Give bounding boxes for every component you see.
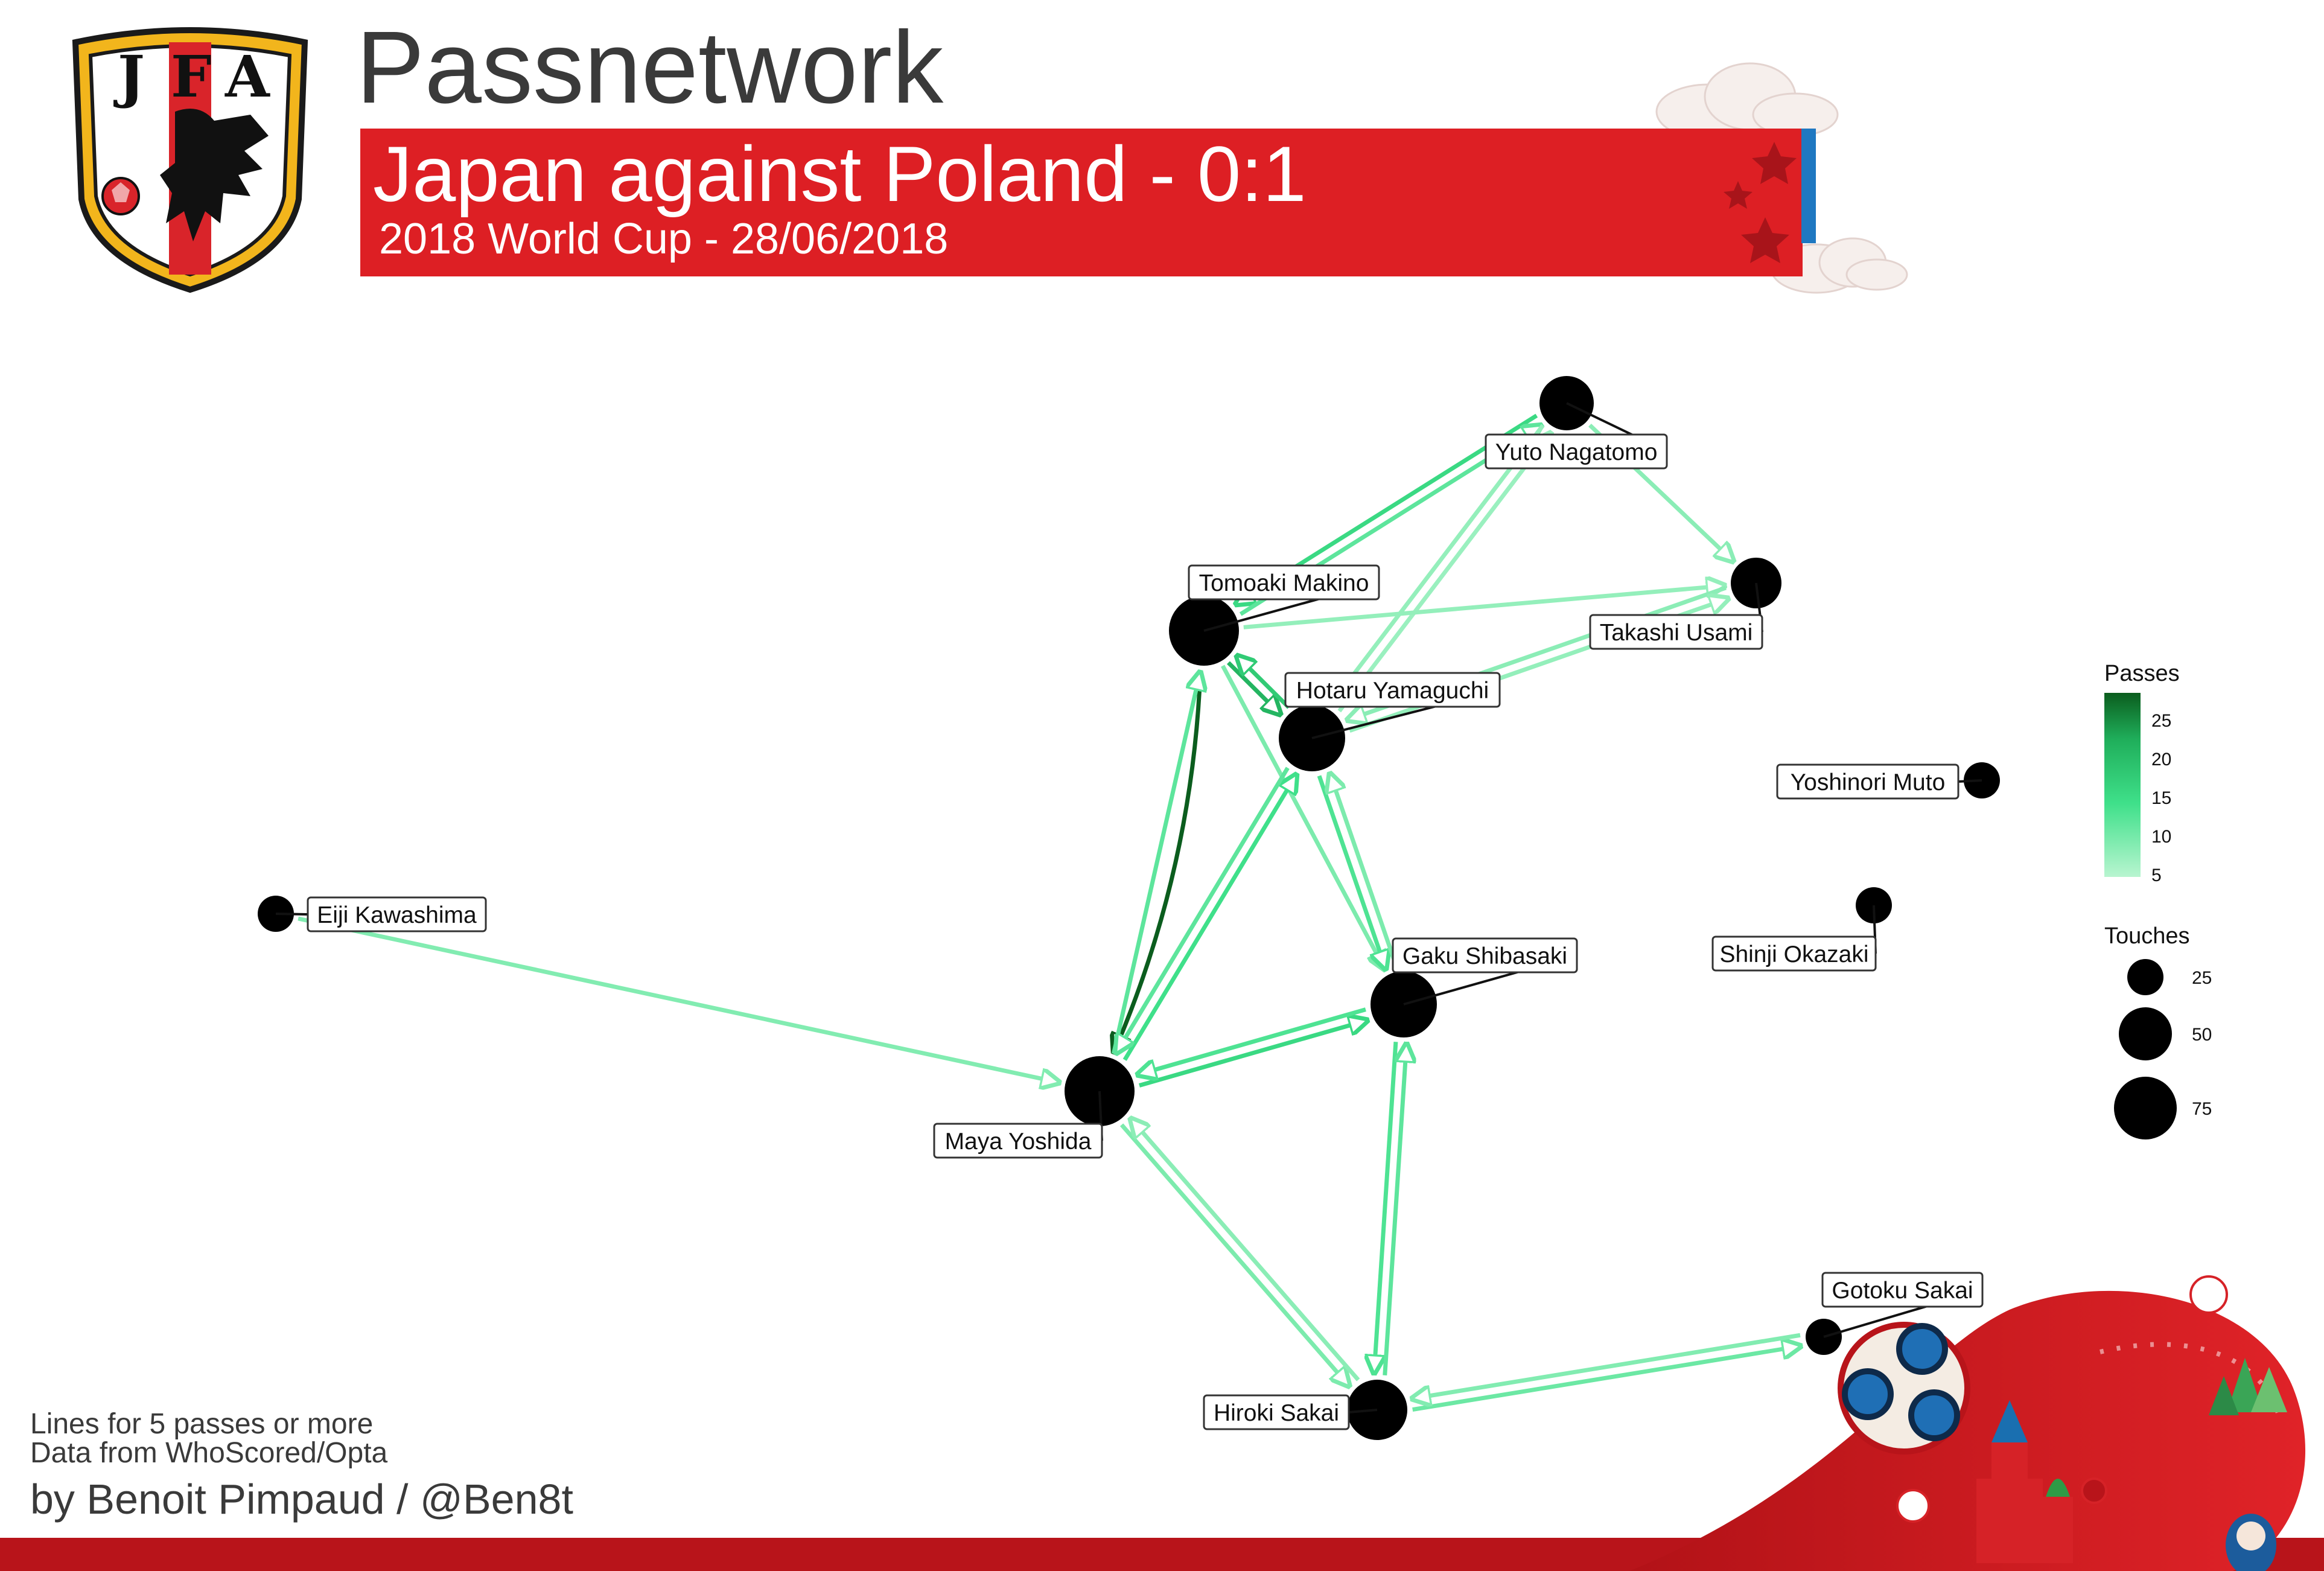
player-name: Eiji Kawashima <box>317 902 477 928</box>
kremlin-tower-icon <box>1976 1400 2073 1563</box>
chart-title: Passnetwork <box>356 10 944 125</box>
pass-line-yoshida-to-yamaguchi <box>1122 774 1296 1061</box>
player-label-hsakai: Hiroki Sakai <box>1203 1394 1350 1430</box>
legend: Passes 25 20 15 10 5 Touches 25 50 75 <box>2104 661 2212 1139</box>
player-label-box <box>307 896 487 932</box>
footer-note-threshold: Lines for 5 passes or more <box>30 1408 373 1440</box>
legend-passes-tick: 20 <box>2151 750 2171 770</box>
legend-passes-ticks: 25 20 15 10 5 <box>2151 711 2171 885</box>
pass-line-yamaguchi-to-shibasaki <box>1317 775 1386 969</box>
title-banner: Japan against Poland - 0:1 2018 World Cu… <box>360 62 1908 294</box>
pass-line-yamaguchi-to-makino <box>1237 656 1291 709</box>
pass-line-yoshida-to-makino <box>1111 672 1200 1054</box>
player-label-box <box>1392 937 1578 974</box>
matryoshka-icon <box>2226 1514 2276 1571</box>
player-name: Tomoaki Makino <box>1199 570 1369 596</box>
pass-line-shibasaki-to-hsakai <box>1374 1042 1398 1373</box>
player-name: Gotoku Sakai <box>1832 1278 1973 1304</box>
footer-note-source: Data from WhoScored/Opta <box>30 1437 388 1469</box>
player-name: Maya Yoshida <box>945 1129 1092 1155</box>
world-cup-ball-icon <box>1838 1322 1970 1455</box>
match-title: Japan against Poland - 0:1 <box>373 130 1307 218</box>
svg-text:F: F <box>171 43 211 110</box>
svg-text:A: A <box>224 43 270 110</box>
player-label-box <box>1485 433 1668 470</box>
pass-line-shibasaki-to-yamaguchi <box>1330 774 1399 967</box>
footer: Lines for 5 passes or more Data from Who… <box>30 1408 573 1523</box>
player-label-yamaguchi: Hotaru Yamaguchi <box>1284 672 1501 708</box>
legend-touches-dot <box>2127 959 2163 995</box>
legend-passes-tick: 25 <box>2151 711 2171 731</box>
player-nodes <box>258 376 2000 1440</box>
pass-line-yoshida-to-hsakai <box>1119 1123 1349 1386</box>
player-label-box <box>1589 614 1763 650</box>
player-label-box <box>933 1123 1103 1159</box>
player-label-box <box>1203 1394 1350 1430</box>
legend-touches-tick: 50 <box>2192 1025 2212 1045</box>
pass-line-gsakai-to-hsakai <box>1412 1333 1801 1398</box>
legend-passes-tick: 15 <box>2151 788 2171 808</box>
player-label-nagatomo: Yuto Nagatomo <box>1485 433 1668 470</box>
player-name: Shinji Okazaki <box>1719 942 1868 967</box>
player-name: Gaku Shibasaki <box>1402 943 1567 969</box>
player-label-gsakai: Gotoku Sakai <box>1821 1272 1984 1308</box>
pass-line-makino-to-shibasaki <box>1221 664 1385 969</box>
player-label-box <box>1821 1272 1984 1308</box>
player-leader-muto <box>1958 779 1982 783</box>
player-name: Hiroki Sakai <box>1214 1400 1339 1426</box>
pass-line-nagatomo-to-yamaguchi <box>1331 424 1545 704</box>
pass-line-yoshida-to-shibasaki <box>1138 1021 1367 1088</box>
player-label-muto: Yoshinori Muto <box>1776 763 1959 800</box>
pass-line-makino-to-yoshida <box>1114 671 1203 1052</box>
player-label-makino: Tomoaki Makino <box>1188 564 1380 601</box>
player-label-usami: Takashi Usami <box>1589 614 1763 650</box>
player-label-shibasaki: Gaku Shibasaki <box>1392 937 1578 974</box>
pass-line-shibasaki-to-yoshida <box>1138 1007 1366 1075</box>
player-label-kawashima: Eiji Kawashima <box>307 896 487 932</box>
trees-icon <box>2209 1358 2287 1415</box>
footer-credit: by Benoit Pimpaud / @Ben8t <box>30 1476 573 1523</box>
pass-line-yamaguchi-to-nagatomo <box>1337 433 1551 713</box>
pass-line-hsakai-to-yoshida <box>1130 1118 1360 1381</box>
pass-line-hsakai-to-shibasaki <box>1383 1044 1407 1375</box>
pass-line-kawashima-to-yoshida <box>298 916 1059 1083</box>
player-label-box <box>1188 564 1380 601</box>
legend-passes-tick: 10 <box>2151 827 2171 847</box>
pass-line-yamaguchi-to-yoshida <box>1116 766 1290 1053</box>
player-label-yoshida: Maya Yoshida <box>933 1123 1103 1159</box>
player-name: Hotaru Yamaguchi <box>1296 678 1489 704</box>
pass-line-hsakai-to-gsakai <box>1412 1346 1801 1412</box>
pass-lines <box>298 413 1801 1412</box>
legend-touches-title: Touches <box>2104 923 2190 949</box>
player-label-box <box>1284 672 1501 708</box>
player-name: Yuto Nagatomo <box>1495 439 1658 465</box>
jfa-logo: J F A <box>72 27 308 293</box>
legend-passes-tick: 5 <box>2151 865 2162 885</box>
legend-touches-dot <box>2114 1077 2177 1139</box>
player-name: Takashi Usami <box>1600 620 1753 646</box>
player-label-okazaki: Shinji Okazaki <box>1711 935 1877 972</box>
header: J F A Passnetwork <box>72 10 1908 294</box>
svg-text:J: J <box>113 43 145 110</box>
legend-passes-colorbar <box>2104 693 2141 877</box>
match-info: 2018 World Cup - 28/06/2018 <box>379 215 948 263</box>
legend-touches-tick: 25 <box>2192 968 2212 988</box>
legend-touches-dot <box>2119 1007 2172 1060</box>
player-label-box <box>1711 935 1877 972</box>
flower-icon <box>1896 1275 2228 1523</box>
player-label-box <box>1776 763 1959 800</box>
pass-line-makino-to-usami <box>1243 585 1725 629</box>
legend-touches-keys: 25 50 75 <box>2114 959 2212 1139</box>
world-cup-decoration <box>0 1275 2324 1571</box>
legend-touches-tick: 75 <box>2192 1099 2212 1119</box>
player-name: Yoshinori Muto <box>1791 770 1946 795</box>
legend-passes-title: Passes <box>2104 661 2180 686</box>
player-leader-hsakai <box>1348 1409 1378 1413</box>
